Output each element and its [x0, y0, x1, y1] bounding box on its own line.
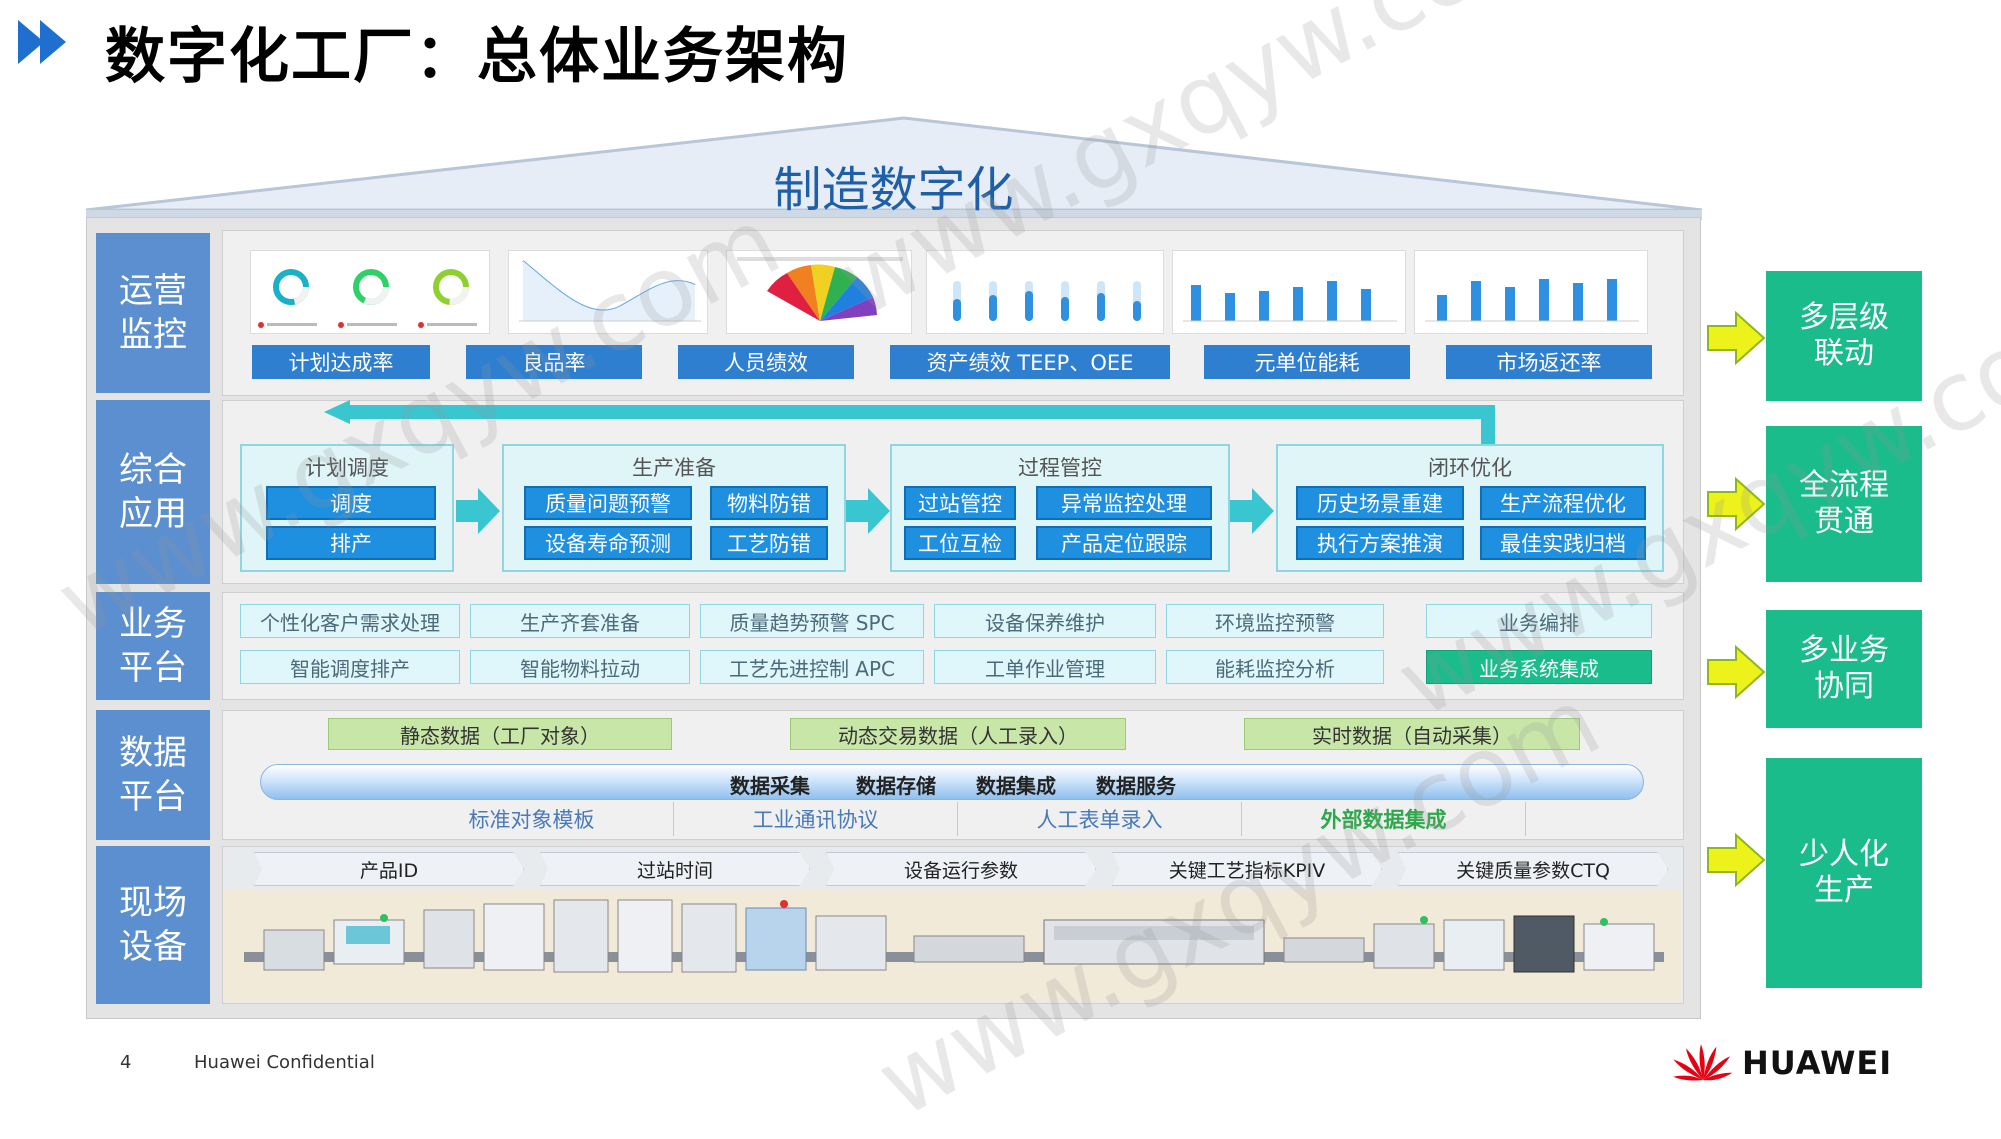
data-service-serve: 数据服务 [1096, 774, 1176, 798]
bar-chart-thumbnail-2 [1414, 250, 1648, 334]
app-scheduling: 排产 [266, 526, 436, 560]
title-arrow-icon [18, 20, 66, 64]
confidential-notice: Huawei Confidential [194, 1052, 375, 1073]
app-exception-handling: 异常监控处理 [1036, 486, 1212, 520]
metric-plan-attainment: 计划达成率 [252, 345, 430, 379]
app-flow-optimization: 生产流程优化 [1480, 486, 1646, 520]
outcome-less-manpower: 少人化生产 [1766, 758, 1922, 988]
data-input-protocols: 工业通讯协议 [674, 802, 958, 836]
roof-shape [85, 116, 1703, 220]
app-quality-warning: 质量问题预警 [524, 486, 692, 520]
biz-smart-scheduling: 智能调度排产 [240, 650, 460, 684]
data-source-static: 静态数据（工厂对象） [328, 718, 672, 750]
page-title: 数字化工厂：总体业务架构 [105, 22, 849, 92]
data-input-manual-forms: 人工表单录入 [958, 802, 1242, 836]
biz-material-pull: 智能物料拉动 [470, 650, 690, 684]
outcome-arrow-icon [1707, 644, 1766, 700]
outcome-business-collaboration: 多业务协同 [1766, 610, 1922, 728]
row-label-site: 现场设备 [96, 846, 210, 1004]
biz-environment-monitor: 环境监控预警 [1166, 604, 1384, 638]
data-service-bus [260, 764, 1644, 800]
biz-orchestration: 业务编排 [1426, 604, 1652, 638]
production-line-illustration [224, 890, 1682, 1002]
outcome-arrow-icon [1707, 310, 1766, 366]
line-chart-thumbnail [508, 250, 708, 334]
data-service-store: 数据存储 [856, 774, 936, 798]
app-equipment-life: 设备寿命预测 [524, 526, 692, 560]
biz-energy-analysis: 能耗监控分析 [1166, 650, 1384, 684]
biz-custom-demand: 个性化客户需求处理 [240, 604, 460, 638]
biz-kitting-prep: 生产齐套准备 [470, 604, 690, 638]
app-material-errorproof: 物料防错 [710, 486, 828, 520]
app-plan-simulation: 执行方案推演 [1296, 526, 1464, 560]
flow-arrow-icon [1230, 488, 1274, 534]
data-input-templates: 标准对象模板 [390, 802, 674, 836]
flow-arrow-icon [846, 488, 890, 534]
site-product-id: 产品ID [254, 852, 524, 886]
data-source-transactional: 动态交易数据（人工录入） [790, 718, 1126, 750]
metric-unit-energy: 元单位能耗 [1204, 345, 1410, 379]
group-preparation-title: 生产准备 [632, 456, 716, 480]
feedback-loop-arrow-icon [324, 400, 1495, 444]
biz-system-integration: 业务系统集成 [1426, 650, 1652, 684]
app-dispatch: 调度 [266, 486, 436, 520]
site-equipment-params: 设备运行参数 [826, 852, 1096, 886]
outcome-arrow-icon [1707, 476, 1766, 532]
app-scene-rebuild: 历史场景重建 [1296, 486, 1464, 520]
radial-chart-thumbnail [726, 250, 912, 334]
huawei-logo-icon [1673, 1044, 1733, 1081]
data-service-integrate: 数据集成 [976, 774, 1056, 798]
row-label-ops: 运营监控 [96, 233, 210, 393]
app-best-practice: 最佳实践归档 [1480, 526, 1646, 560]
site-ctq: 关键质量参数CTQ [1398, 852, 1668, 886]
brand-name: HUAWEI [1742, 1044, 1893, 1082]
metric-yield-rate: 良品率 [466, 345, 642, 379]
biz-maintenance: 设备保养维护 [934, 604, 1156, 638]
group-closed-loop-title: 闭环优化 [1428, 456, 1512, 480]
outcome-end-to-end: 全流程贯通 [1766, 426, 1922, 582]
app-process-errorproof: 工艺防错 [710, 526, 828, 560]
app-station-control: 过站管控 [904, 486, 1016, 520]
data-source-realtime: 实时数据（自动采集） [1244, 718, 1580, 750]
roof-title: 制造数字化 [773, 162, 1014, 218]
site-kpiv: 关键工艺指标KPIV [1112, 852, 1382, 886]
app-mutual-check: 工位互检 [904, 526, 1016, 560]
biz-work-order: 工单作业管理 [934, 650, 1156, 684]
bar-chart-thumbnail [1172, 250, 1406, 334]
app-product-tracking: 产品定位跟踪 [1036, 526, 1212, 560]
outcome-multilevel-linkage: 多层级联动 [1766, 271, 1922, 401]
row-label-data: 数据平台 [96, 710, 210, 840]
page-number: 4 [120, 1052, 132, 1073]
metric-asset-performance: 资产绩效 TEEP、OEE [890, 345, 1170, 379]
group-process-control-title: 过程管控 [1018, 456, 1102, 480]
row-label-apps: 综合应用 [96, 400, 210, 584]
metric-staff-performance: 人员绩效 [678, 345, 854, 379]
group-planning-title: 计划调度 [305, 456, 389, 480]
flow-arrow-icon [456, 488, 500, 534]
row-label-biz: 业务平台 [96, 592, 210, 700]
biz-spc-warning: 质量趋势预警 SPC [700, 604, 924, 638]
metric-market-return: 市场返还率 [1446, 345, 1652, 379]
biz-apc: 工艺先进控制 APC [700, 650, 924, 684]
donut-chart-thumbnail [250, 250, 490, 334]
outcome-arrow-icon [1707, 832, 1766, 888]
data-service-collect: 数据采集 [730, 774, 810, 798]
data-input-external: 外部数据集成 [1242, 802, 1526, 836]
site-station-time: 过站时间 [540, 852, 810, 886]
gauge-chart-thumbnail [926, 250, 1164, 334]
